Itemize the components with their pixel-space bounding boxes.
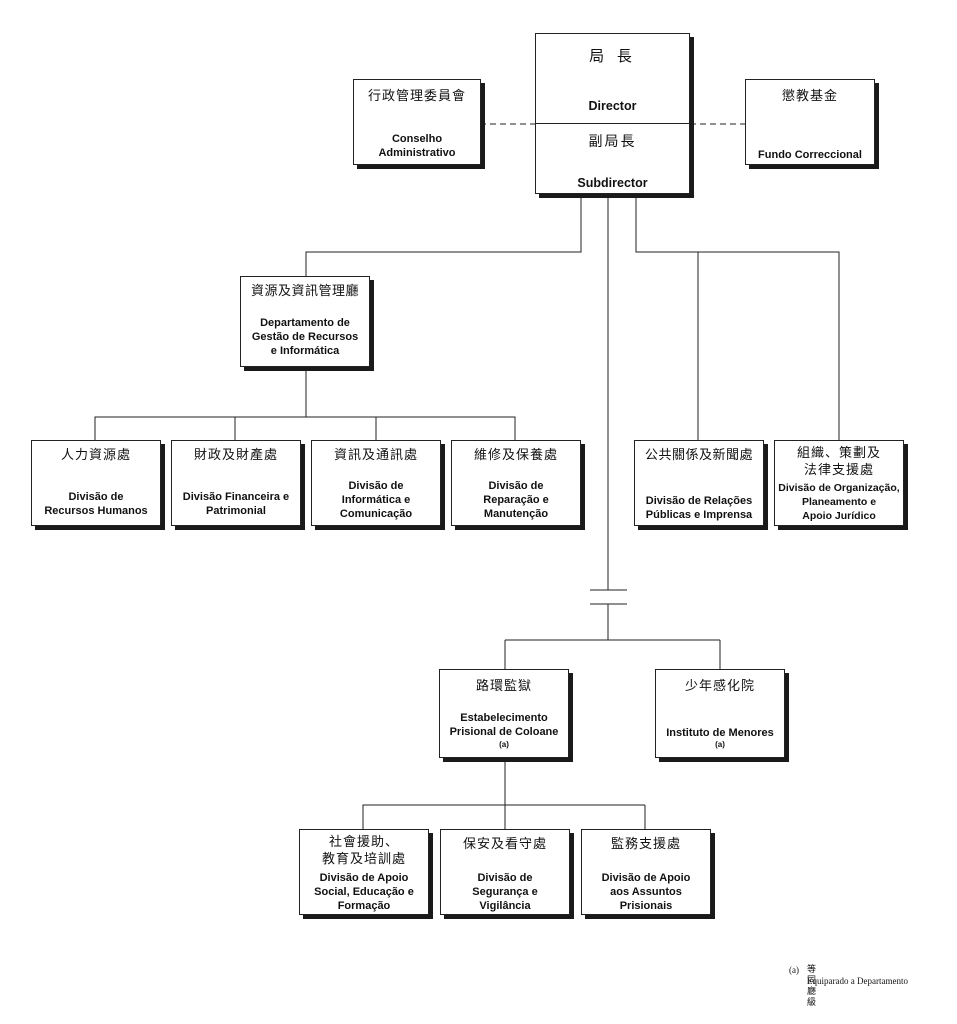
drm-pt: Divisão de Reparação e Manutenção: [483, 480, 549, 520]
dasef-box: 社會援助、 教育及培訓處 Divisão de Apoio Social, Ed…: [299, 829, 429, 915]
im-note: (a): [715, 740, 725, 749]
epc-zh: 路環監獄: [475, 679, 532, 694]
dopaj-box: 組織、策劃及 法律支援處 Divisão de Organização, Pla…: [774, 440, 904, 526]
drh-zh: 人力資源處: [60, 448, 131, 463]
connector-right-divisions: [635, 194, 840, 440]
conselho-zh: 行政管理委員會: [367, 89, 466, 104]
drm-zh: 維修及保養處: [473, 448, 558, 463]
fundo-pt: Fundo Correccional: [758, 149, 862, 161]
drm-box: 維修及保養處 Divisão de Reparação e Manutenção: [451, 440, 581, 526]
connector-dgrri-divisions: [94, 367, 516, 440]
drh-pt: Divisão de Recursos Humanos: [44, 491, 148, 517]
epc-note: (a): [499, 740, 509, 749]
legend-zh: 等同廳級: [807, 965, 817, 1008]
director-zh: 局 長: [589, 47, 636, 65]
im-pt: Instituto de Menores: [666, 727, 774, 739]
connector-dgrri: [305, 194, 582, 278]
dasef-zh: 社會援助、 教育及培訓處: [321, 835, 406, 867]
daap-zh: 監務支援處: [610, 837, 681, 852]
drpi-zh: 公共關係及新聞處: [644, 448, 753, 463]
dopaj-zh: 組織、策劃及 法律支援處: [796, 446, 881, 478]
conselho-pt: Conselho Administrativo: [378, 133, 456, 159]
director-pt: Director: [588, 99, 637, 113]
dfp-pt: Divisão Financeira e Patrimonial: [182, 491, 290, 517]
director-box: 局 長 Director 副局長 Subdirector: [535, 33, 690, 194]
dasef-pt: Divisão de Apoio Social, Educação e Form…: [314, 872, 414, 912]
dsv-box: 保安及看守處 Divisão de Segurança e Vigilância: [440, 829, 570, 915]
legend-pt: Equiparado a Departamento: [807, 976, 908, 986]
epc-pt: Estabelecimento Prisional de Coloane: [449, 712, 559, 738]
subdirector-zh: 副局長: [588, 134, 637, 150]
daap-pt: Divisão de Apoio aos Assuntos Prisionais: [601, 872, 691, 912]
dfp-box: 財政及財產處 Divisão Financeira e Patrimonial: [171, 440, 301, 526]
connector-institutions: [504, 194, 721, 669]
drh-box: 人力資源處 Divisão de Recursos Humanos: [31, 440, 161, 526]
dic-zh: 資訊及通訊處: [333, 448, 418, 463]
epc-box: 路環監獄 Estabelecimento Prisional de Coloan…: [439, 669, 569, 758]
conselho-box: 行政管理委員會 Conselho Administrativo: [353, 79, 481, 165]
fundo-box: 懲教基金 Fundo Correccional: [745, 79, 875, 165]
fundo-zh: 懲教基金: [781, 89, 838, 104]
drpi-pt: Divisão de Relações Públicas e Imprensa: [645, 495, 753, 521]
subdirector-pt: Subdirector: [577, 176, 648, 190]
im-box: 少年感化院 Instituto de Menores (a): [655, 669, 785, 758]
dfp-zh: 財政及財產處: [193, 448, 278, 463]
dic-pt: Divisão de Informática e Comunicação: [339, 480, 413, 520]
connector-epc-divisions: [362, 758, 646, 829]
dgrri-zh: 資源及資訊管理廳: [250, 284, 359, 299]
dsv-zh: 保安及看守處: [462, 837, 547, 852]
dgrri-box: 資源及資訊管理廳 Departamento de Gestão de Recur…: [240, 276, 370, 367]
dopaj-pt: Divisão de Organização, Planeamento e Ap…: [778, 482, 900, 522]
drpi-box: 公共關係及新聞處 Divisão de Relações Públicas e …: [634, 440, 764, 526]
daap-box: 監務支援處 Divisão de Apoio aos Assuntos Pris…: [581, 829, 711, 915]
director-divider: [536, 123, 689, 124]
dic-box: 資訊及通訊處 Divisão de Informática e Comunica…: [311, 440, 441, 526]
dgrri-pt: Departamento de Gestão de Recursos e Inf…: [251, 317, 359, 357]
legend-mark: (a): [789, 965, 799, 975]
im-zh: 少年感化院: [684, 679, 755, 694]
dsv-pt: Divisão de Segurança e Vigilância: [472, 872, 538, 912]
